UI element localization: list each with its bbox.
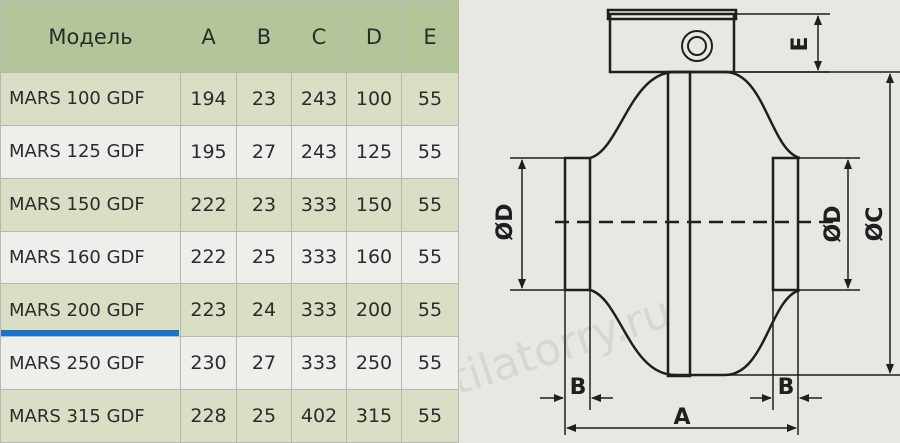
value-cell: 24: [236, 283, 292, 338]
value-cell: 25: [236, 230, 292, 285]
model-cell: MARS 150 GDF: [0, 177, 181, 232]
value-cell: 194: [180, 72, 237, 126]
dim-label-d-left: ØD: [493, 204, 518, 241]
specs-table: Модель A B C D E MARS 100 GDF 194 23 243…: [0, 0, 459, 443]
dim-label-a: A: [673, 405, 690, 430]
value-cell: 230: [180, 336, 237, 391]
table-row: MARS 200 GDF 223 24 333 200 55: [0, 283, 459, 338]
watermark: ventilatorry.ru: [460, 286, 677, 430]
value-cell: 55: [401, 124, 459, 179]
value-cell: 23: [236, 72, 292, 126]
value-cell: 55: [401, 283, 459, 338]
model-cell: MARS 100 GDF: [0, 72, 181, 126]
value-cell: 55: [401, 336, 459, 391]
value-cell: 243: [291, 72, 347, 126]
dim-label-c: ØC: [863, 207, 888, 242]
header-a: A: [180, 0, 237, 73]
table-row: MARS 100 GDF 194 23 243 100 55: [0, 72, 459, 126]
value-cell: 200: [346, 283, 402, 338]
value-cell: 23: [236, 177, 292, 232]
value-cell: 55: [401, 177, 459, 232]
value-cell: 250: [346, 336, 402, 391]
model-label: MARS 200 GDF: [9, 299, 145, 321]
dim-label-b-right: B: [778, 375, 795, 400]
model-cell: MARS 315 GDF: [0, 389, 181, 443]
header-e: E: [401, 0, 459, 73]
value-cell: 333: [291, 283, 347, 338]
value-cell: 125: [346, 124, 402, 179]
table-header-row: Модель A B C D E: [0, 0, 459, 73]
model-cell: MARS 250 GDF: [0, 336, 181, 391]
dim-label-d-right: ØD: [821, 206, 846, 243]
value-cell: 160: [346, 230, 402, 285]
value-cell: 333: [291, 177, 347, 232]
value-cell: 25: [236, 389, 292, 443]
value-cell: 333: [291, 230, 347, 285]
value-cell: 315: [346, 389, 402, 443]
header-b: B: [236, 0, 292, 73]
value-cell: 333: [291, 336, 347, 391]
header-d: D: [346, 0, 402, 73]
value-cell: 402: [291, 389, 347, 443]
value-cell: 223: [180, 283, 237, 338]
value-cell: 222: [180, 177, 237, 232]
connector-icon: [681, 30, 713, 62]
value-cell: 27: [236, 336, 292, 391]
value-cell: 222: [180, 230, 237, 285]
dim-label-b-left: B: [570, 375, 587, 400]
value-cell: 55: [401, 230, 459, 285]
table-row: MARS 250 GDF 230 27 333 250 55: [0, 336, 459, 391]
header-model: Модель: [0, 0, 181, 73]
value-cell: 55: [401, 389, 459, 443]
value-cell: 100: [346, 72, 402, 126]
table-row: MARS 315 GDF 228 25 402 315 55: [0, 389, 459, 443]
model-cell-highlighted: MARS 200 GDF: [0, 283, 181, 338]
fan-dimension-drawing: ventilatorry.ru E ØD: [460, 8, 900, 435]
selection-underline: [1, 330, 179, 337]
table-row: MARS 125 GDF 195 27 243 125 55: [0, 124, 459, 179]
value-cell: 150: [346, 177, 402, 232]
value-cell: 228: [180, 389, 237, 443]
value-cell: 27: [236, 124, 292, 179]
value-cell: 195: [180, 124, 237, 179]
value-cell: 243: [291, 124, 347, 179]
header-c: C: [291, 0, 347, 73]
model-cell: MARS 160 GDF: [0, 230, 181, 285]
table-row: MARS 160 GDF 222 25 333 160 55: [0, 230, 459, 285]
dimension-lines: [510, 13, 900, 435]
model-cell: MARS 125 GDF: [0, 124, 181, 179]
value-cell: 55: [401, 72, 459, 126]
dim-label-e: E: [788, 36, 813, 51]
fan-body: [563, 8, 801, 378]
table-row: MARS 150 GDF 222 23 333 150 55: [0, 177, 459, 232]
